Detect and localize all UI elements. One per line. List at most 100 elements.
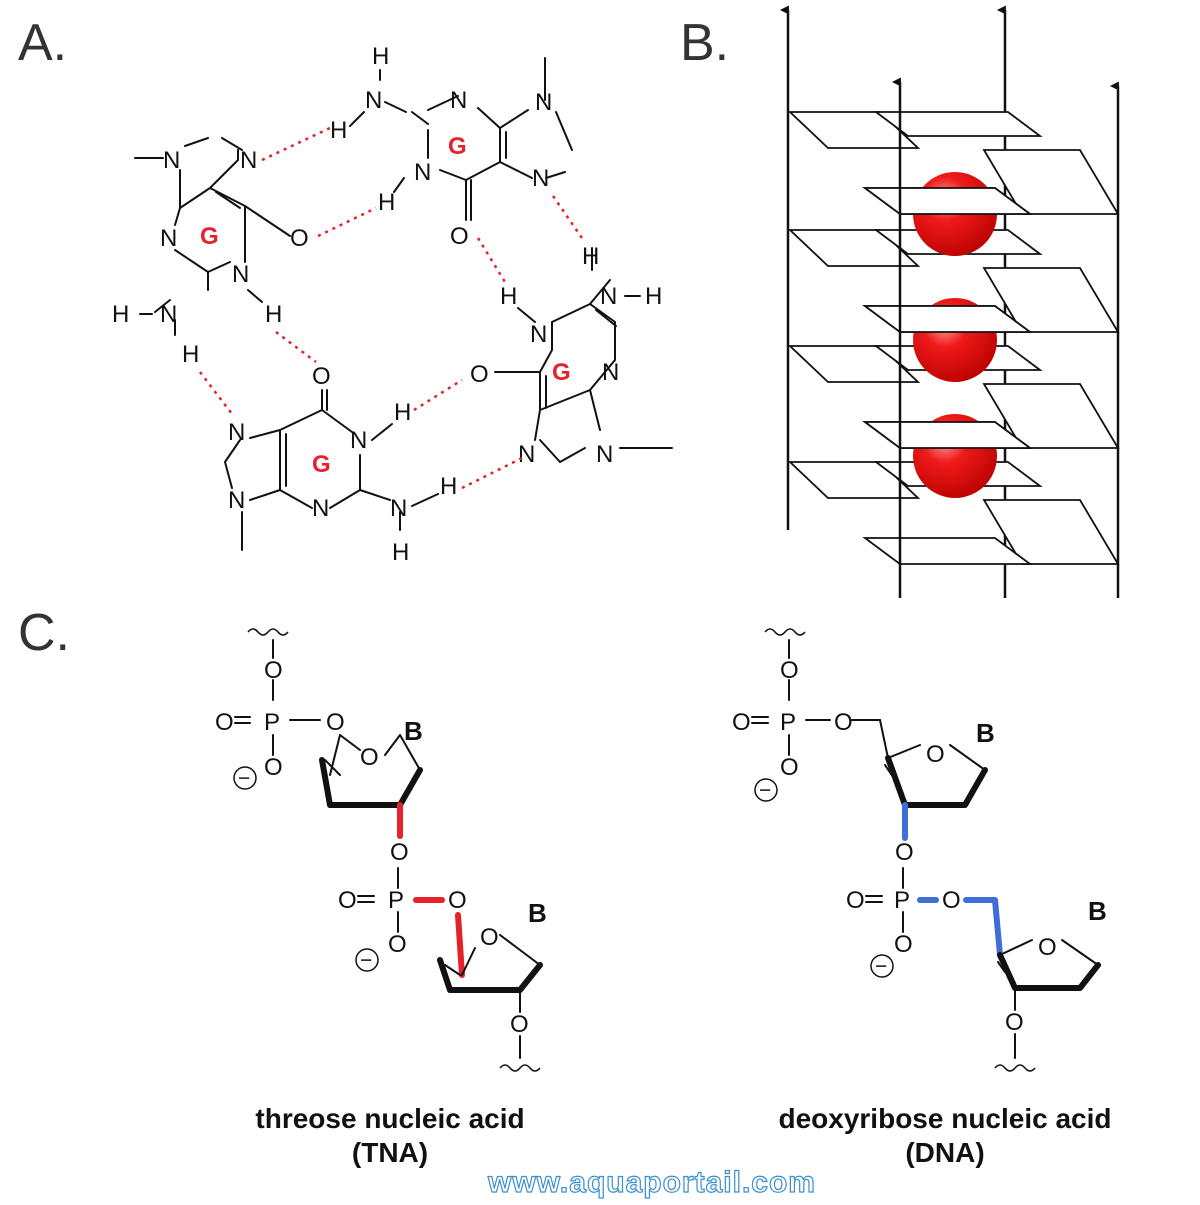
chain-break xyxy=(764,628,806,636)
negative-charge-icon xyxy=(754,778,778,802)
guanine-bottom: N N N N N O H H H G xyxy=(224,363,457,566)
atom-n: N xyxy=(228,419,245,446)
guanine-top-right: N N N N N H H H O G xyxy=(330,43,573,250)
guanine-label: G xyxy=(552,359,571,386)
atom-h: H xyxy=(112,301,129,328)
atom-o: O xyxy=(390,839,409,866)
caption-tna-line1: threose nucleic acid xyxy=(255,1103,524,1134)
atom-o: O xyxy=(215,709,234,736)
guanine-label: G xyxy=(312,451,331,478)
base-label: B xyxy=(976,718,995,748)
negative-charge-icon xyxy=(355,948,379,972)
guanine-right: N N N N N O H H H G xyxy=(470,243,673,468)
guanine-plate xyxy=(787,111,921,149)
atom-p: P xyxy=(894,887,910,914)
atom-n: N xyxy=(312,495,329,522)
atom-n: N xyxy=(232,261,249,288)
base-label: B xyxy=(1088,896,1107,926)
atom-o: O xyxy=(264,657,283,684)
atom-n: N xyxy=(240,147,257,174)
atom-n: N xyxy=(535,89,552,116)
atom-n: N xyxy=(530,321,547,348)
atom-o: O xyxy=(780,657,799,684)
atom-h: H xyxy=(265,301,282,328)
atom-o: O xyxy=(290,225,309,252)
guanine-label: G xyxy=(448,133,467,160)
panel-label-b: B. xyxy=(680,14,729,72)
guanine-plate xyxy=(862,421,1033,449)
negative-charge-icon xyxy=(233,766,257,790)
guanine-plate xyxy=(873,111,1043,137)
guanine-label: G xyxy=(200,223,219,250)
guanine-plate xyxy=(862,537,1033,565)
atom-o: O xyxy=(326,709,345,736)
atom-h: H xyxy=(330,117,347,144)
guanine-plate xyxy=(862,305,1033,333)
atom-n: N xyxy=(414,159,431,186)
g-quartet-panel: N N N N N H H H O G N N N N N O H H H G xyxy=(112,43,673,566)
tna-structure: O O P O O − O B O O P O O − O B O xyxy=(215,628,547,1072)
atom-o: O xyxy=(510,1011,529,1038)
atom-h: H xyxy=(378,189,395,216)
atom-o: O xyxy=(264,754,283,781)
atom-n: N xyxy=(350,427,367,454)
atom-h: H xyxy=(392,539,409,566)
charge-minus: − xyxy=(360,949,372,972)
caption-dna-line1: deoxyribose nucleic acid xyxy=(778,1103,1111,1134)
atom-p: P xyxy=(264,709,280,736)
atom-p: P xyxy=(388,887,404,914)
charge-minus: − xyxy=(759,779,771,802)
guanine-plate xyxy=(862,187,1033,215)
atom-o: O xyxy=(1005,1009,1024,1036)
atom-n: N xyxy=(160,225,177,252)
charge-minus: − xyxy=(238,767,250,790)
atom-h: H xyxy=(582,243,599,270)
dna-structure: O O P O O − O B O O P O O − O B O xyxy=(732,628,1107,1072)
atom-o: O xyxy=(846,887,865,914)
panel-label-c: C. xyxy=(18,604,70,662)
base-label: B xyxy=(528,898,547,928)
atom-o: O xyxy=(780,754,799,781)
panel-label-a: A. xyxy=(18,14,67,72)
atom-o: O xyxy=(894,931,913,958)
chain-break xyxy=(247,628,289,636)
atom-o: O xyxy=(926,741,945,768)
atom-o: O xyxy=(732,709,751,736)
atom-o: O xyxy=(338,887,357,914)
atom-n: N xyxy=(390,495,407,522)
atom-h: H xyxy=(645,283,662,310)
atom-o: O xyxy=(312,363,331,390)
chain-break xyxy=(994,1064,1036,1072)
atom-n: N xyxy=(228,487,245,514)
atom-o: O xyxy=(895,839,914,866)
base-label: B xyxy=(404,716,423,746)
atom-n: N xyxy=(600,283,617,310)
guanine-plate xyxy=(787,345,921,383)
hydrogen-bonds xyxy=(199,126,584,490)
atom-n: N xyxy=(450,87,467,114)
atom-n: N xyxy=(602,359,619,386)
guanine-left: N N N N N O H H H G xyxy=(112,137,309,368)
atom-n: N xyxy=(365,87,382,114)
negative-charge-icon xyxy=(870,954,894,978)
guanine-plate xyxy=(787,229,921,267)
caption-tna-line2: (TNA) xyxy=(352,1137,428,1168)
atom-h: H xyxy=(440,473,457,500)
atom-h: H xyxy=(182,341,199,368)
atom-n: N xyxy=(163,147,180,174)
caption-dna-line2: (DNA) xyxy=(905,1137,984,1168)
guanine-plate xyxy=(787,461,921,499)
atom-o: O xyxy=(470,361,489,388)
charge-minus: − xyxy=(875,955,887,978)
atom-p: P xyxy=(780,709,796,736)
atom-o: O xyxy=(1038,934,1057,961)
atom-o: O xyxy=(388,931,407,958)
chain-break xyxy=(499,1064,541,1072)
atom-o: O xyxy=(448,887,467,914)
atom-o: O xyxy=(480,924,499,951)
atom-o: O xyxy=(834,709,853,736)
atom-h: H xyxy=(500,283,517,310)
atom-h: H xyxy=(372,43,389,70)
